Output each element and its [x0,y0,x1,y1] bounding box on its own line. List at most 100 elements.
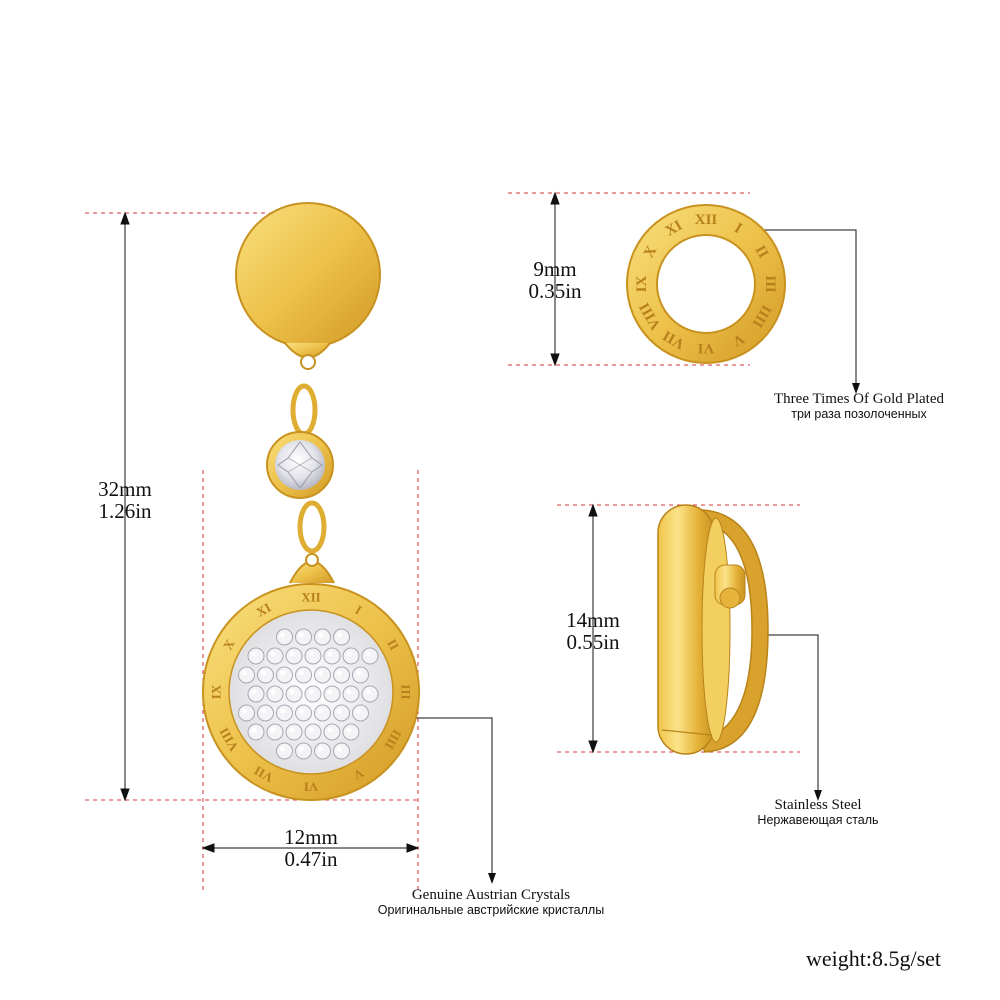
pave-crystal-highlight [318,708,323,714]
pave-crystal [285,723,303,741]
ring-diameter-label: 9mm 0.35in [512,258,598,302]
pave-crystal-highlight [299,670,304,676]
pave-crystal [333,704,350,722]
pave-crystal-highlight [337,670,342,676]
jump-ring-upper [290,383,318,437]
roman-numeral: IX [634,275,650,292]
pendant-width-in: 0.47in [284,847,338,872]
pave-crystal-highlight [251,727,257,733]
pave-crystal [304,647,322,665]
pave-crystal [361,685,379,703]
huggie-hoop [657,504,769,755]
pave-crystal [247,723,265,741]
dimension-arrows [120,191,598,853]
pave-crystal-highlight [242,708,247,714]
roman-numeral: III [762,275,778,293]
pave-crystal-highlight [261,708,266,714]
pave-crystal [342,685,360,703]
pave-crystal-highlight [280,746,285,752]
roman-numeral: III [399,684,414,699]
pave-crystal [276,742,293,760]
pendant-width-label: 12mm 0.47in [268,826,354,870]
pave-crystal [276,704,293,722]
pave-crystal [285,685,303,703]
pave-crystal-highlight [346,651,352,657]
pave-crystal-highlight [318,670,323,676]
pave-crystal [276,666,293,684]
hoop-height-in: 0.55in [566,630,620,655]
earring-top-disc [235,202,381,370]
pave-crystal [304,723,322,741]
pave-crystal [314,742,331,760]
pave-crystal [352,704,369,722]
pave-crystal [295,742,312,760]
pave-crystal-highlight [289,651,295,657]
pave-crystal [257,666,274,684]
weight-label: weight:8.5g/set [806,946,942,971]
pave-crystal-highlight [280,708,285,714]
pave-crystal [266,647,284,665]
pave-crystal-highlight [337,708,342,714]
crystals-ru: Оригинальные австрийские кристаллы [377,902,605,917]
pave-crystal-highlight [308,689,314,695]
pave-crystal-highlight [318,632,323,638]
pave-crystal-highlight [251,651,257,657]
roman-numeral: XII [695,212,718,228]
pave-crystal-highlight [261,670,266,676]
pave-crystal-highlight [251,689,257,695]
pave-crystal [247,685,265,703]
pave-crystal [257,704,274,722]
pave-crystal-highlight [365,651,371,657]
roman-numeral: XI [663,217,686,239]
roman-numeral: XII [301,590,321,605]
pave-crystal-highlight [337,632,342,638]
pave-crystal [323,647,341,665]
pave-crystal-highlight [270,727,276,733]
stainless-steel-callout: Stainless Steel Нержавеющая сталь [720,797,916,827]
pave-crystal-highlight [289,689,295,695]
crystals-en: Genuine Austrian Crystals [411,887,571,903]
hoop-height-mm: 14mm [566,608,620,632]
pave-crystal [342,723,360,741]
crystal-pave [238,628,379,760]
pave-crystal-highlight [308,651,314,657]
pendant-width-mm: 12mm [284,825,338,849]
pave-crystal-highlight [308,727,314,733]
pave-crystal [314,666,331,684]
pave-crystal [323,723,341,741]
ring-diameter-in: 0.35in [528,279,582,304]
hoop-height-label: 14mm 0.55in [550,609,636,653]
pave-crystal-highlight [365,689,371,695]
crystals-callout: Genuine Austrian Crystals Оригинальные а… [366,887,616,917]
pave-crystal [266,685,284,703]
pave-crystal-highlight [327,727,333,733]
pave-crystal-highlight [356,670,361,676]
pave-crystal [247,647,265,665]
roman-numeral: I [353,602,365,618]
bezel-crystal [266,431,334,499]
roman-numeral: VI [304,780,318,795]
pave-crystal [323,685,341,703]
pave-crystal-highlight [318,746,323,752]
callout-leaders [372,229,857,880]
pave-crystal-highlight [270,689,276,695]
roman-numeral: IX [209,684,224,699]
pave-crystal [314,704,331,722]
pave-crystal [295,704,312,722]
pave-crystal-highlight [242,670,247,676]
gold-plated-ru: три раза позолоченных [791,406,927,421]
pave-crystal-highlight [346,727,352,733]
pave-crystal [295,628,312,646]
pave-crystal-highlight [299,708,304,714]
pave-crystal-highlight [327,689,333,695]
earring-height-label: 32mm 1.26in [82,478,168,522]
pave-crystal [333,666,350,684]
pave-crystal-highlight [280,670,285,676]
pave-crystal-highlight [299,746,304,752]
pave-crystal [304,685,322,703]
gold-plated-callout: Three Times Of Gold Plated три раза позо… [740,391,978,421]
pave-crystal [342,647,360,665]
